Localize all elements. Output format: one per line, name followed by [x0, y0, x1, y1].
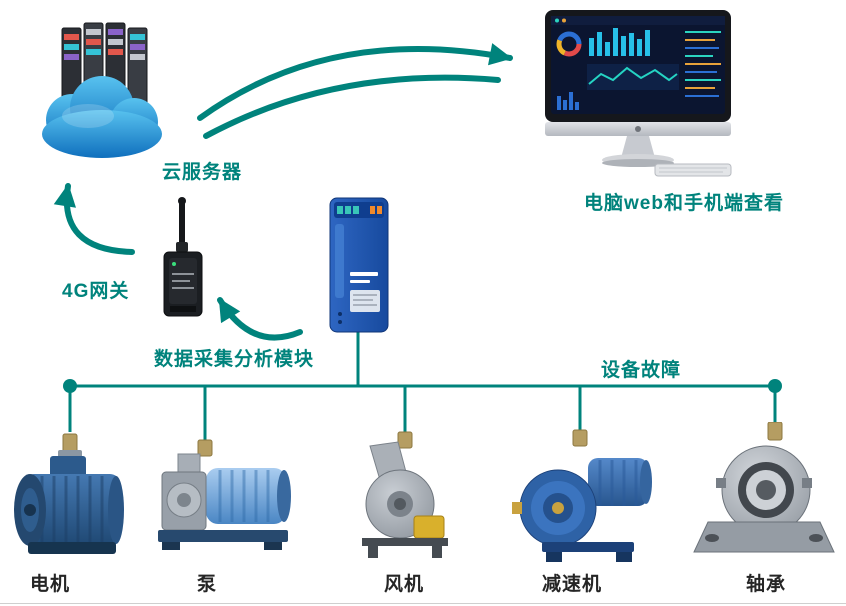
dashboard-monitor-icon [543, 8, 739, 185]
module-label: 数据采集分析模块 [154, 349, 315, 370]
gateway-label: 4G网关 [62, 281, 130, 302]
sensor-stub [62, 433, 78, 453]
fan-icon [350, 430, 460, 569]
gearbox-icon [512, 428, 654, 569]
4g-gateway-icon [152, 194, 214, 331]
bottom-divider [0, 603, 846, 604]
bearing-label: 轴承 [745, 574, 787, 595]
dashboard-screen [551, 16, 725, 110]
cloud-shape [42, 76, 162, 158]
fault-label: 设备故障 [601, 360, 682, 381]
pump-label: 泵 [196, 574, 218, 595]
bus-node-left [63, 379, 77, 393]
daq-module-icon [326, 194, 392, 341]
sensor-stub [767, 421, 783, 441]
bus-node-right [768, 379, 782, 393]
bearing-icon [690, 421, 838, 571]
monitor-label: 电脑web和手机端查看 [584, 193, 784, 214]
pump-icon [148, 438, 296, 565]
apple-logo-icon [635, 126, 641, 132]
module-to-gateway-arrow [217, 297, 303, 341]
sensor-stub [197, 439, 213, 457]
gearbox-label: 减速机 [541, 574, 603, 595]
gateway-to-cloud-arrow [53, 183, 135, 255]
sensor-stub [397, 431, 413, 449]
motor-icon [6, 430, 134, 571]
motor-label: 电机 [29, 574, 71, 595]
fan-label: 风机 [383, 574, 425, 595]
monitor-stand [621, 136, 655, 158]
keyboard-icon [654, 163, 732, 177]
sensor-stub [572, 429, 588, 447]
cloud-server-label: 云服务器 [162, 162, 243, 183]
cloud-to-monitor-arrow [197, 43, 513, 139]
cloud-server-icon [36, 16, 170, 169]
